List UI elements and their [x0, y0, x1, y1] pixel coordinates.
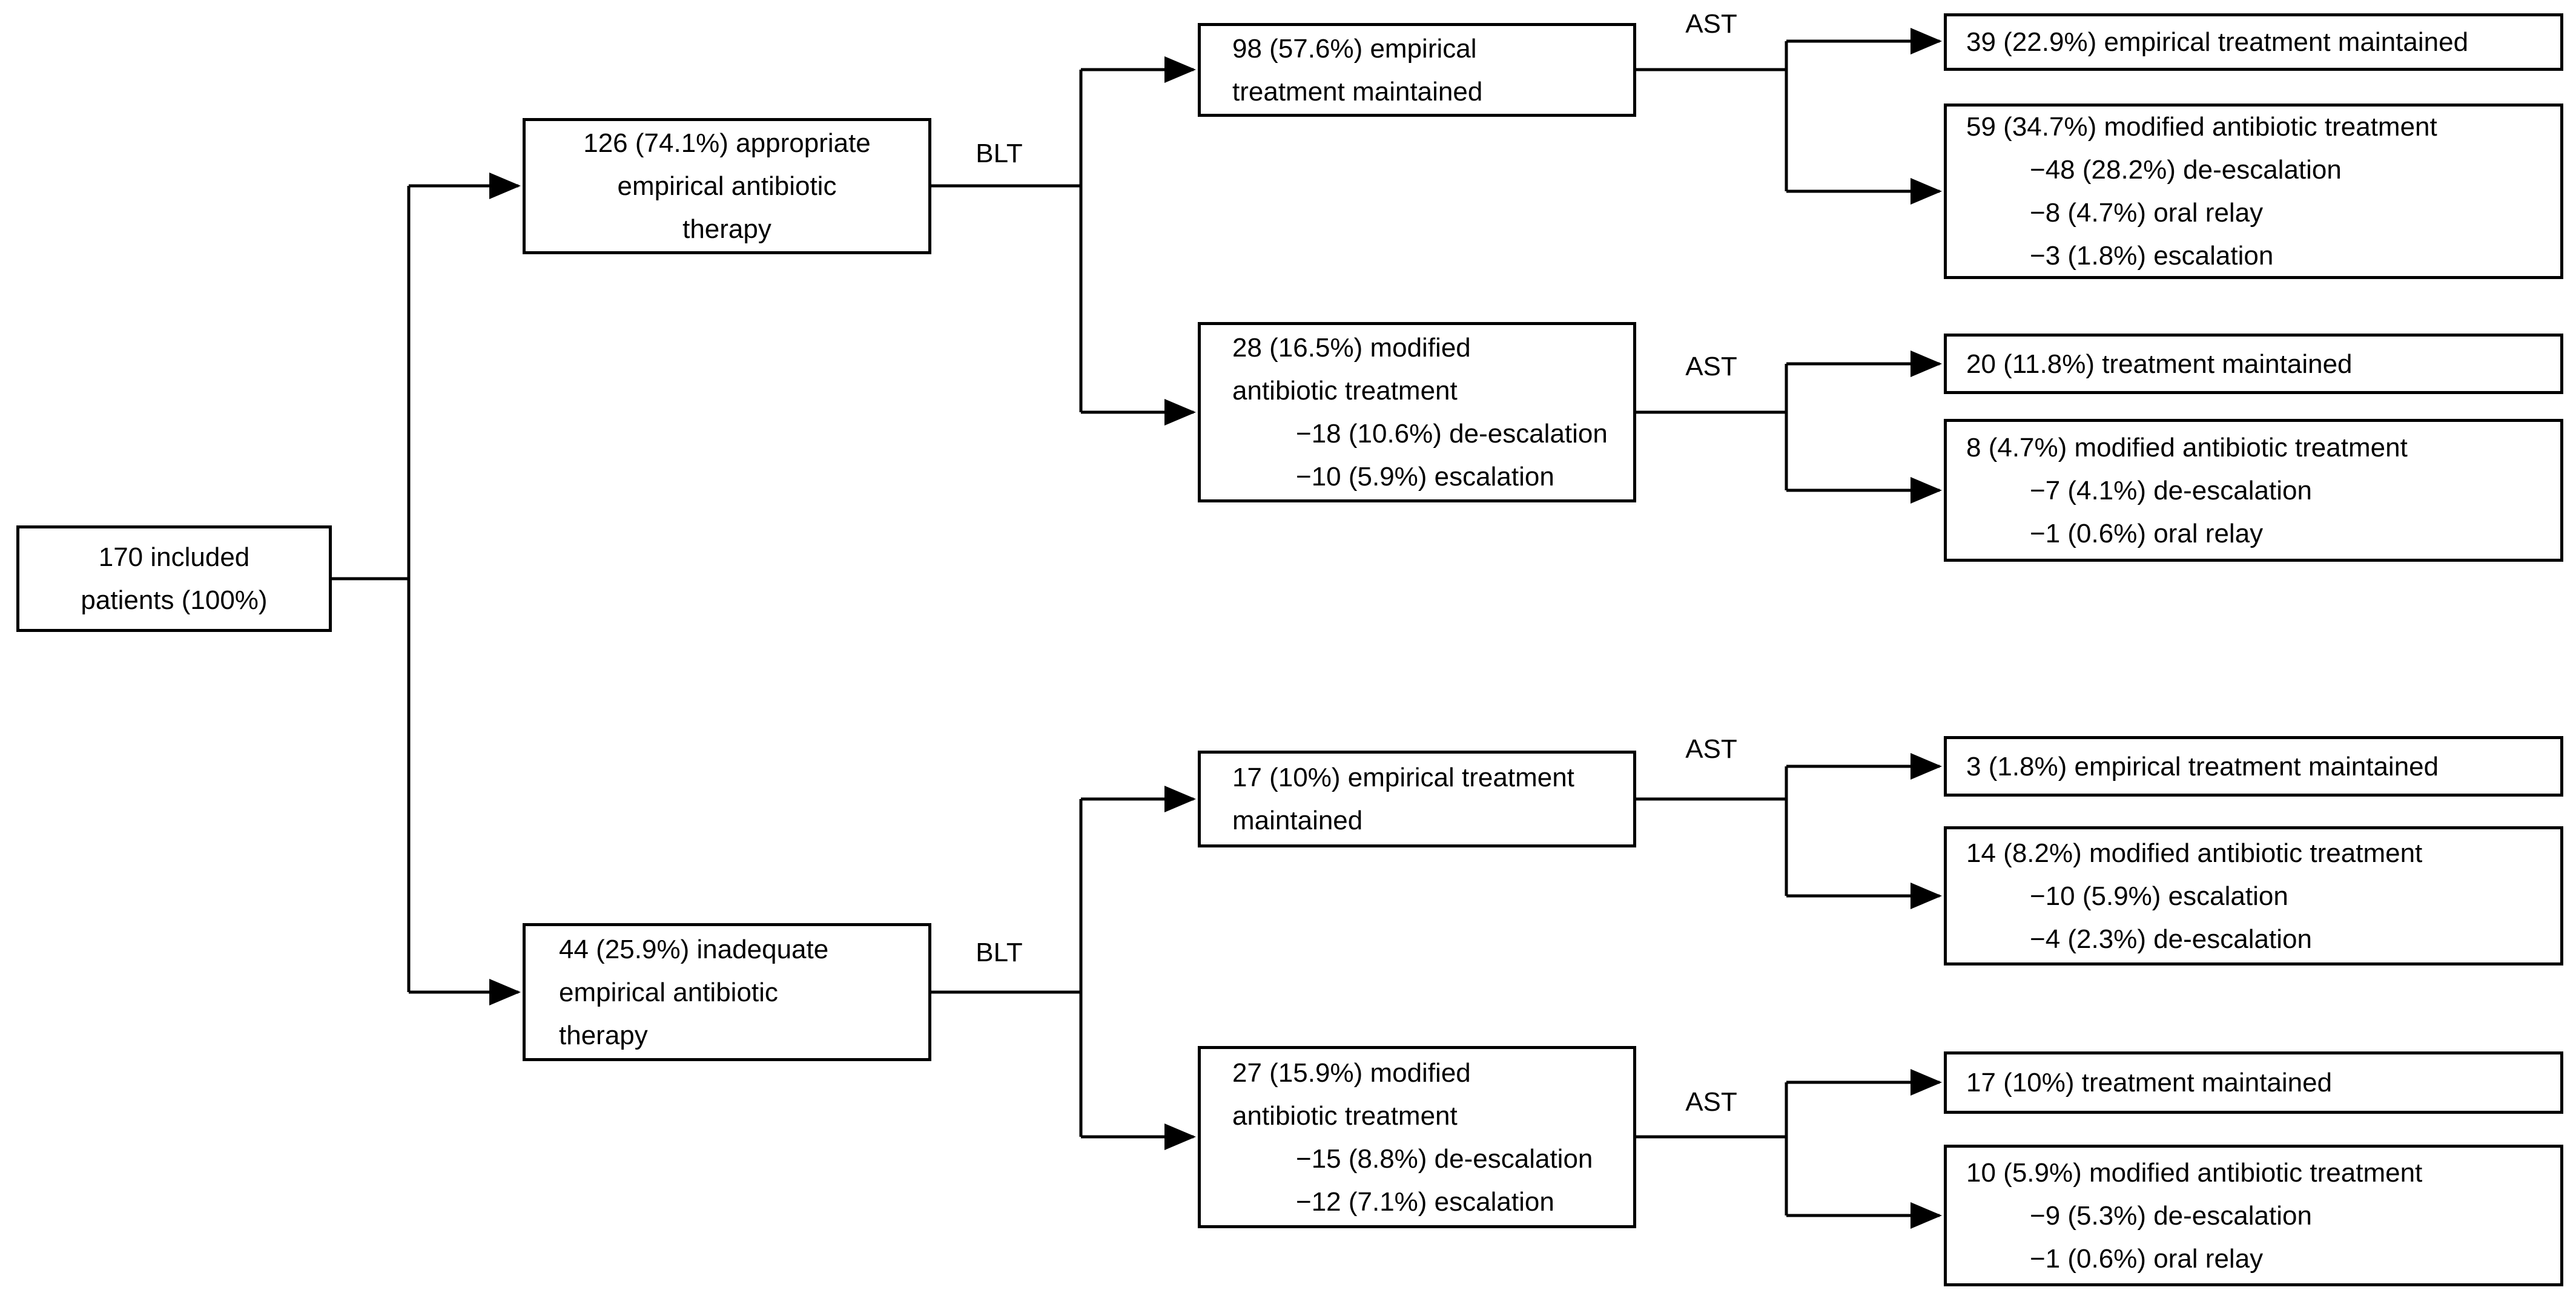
node-39-empirical-maintained: 39 (22.9%) empirical treatment maintaine… — [1944, 13, 2563, 71]
node-98-empirical-maintained: 98 (57.6%) empirical treatment maintaine… — [1198, 23, 1636, 117]
node-59-modified-treatment: 59 (34.7%) modified antibiotic treatment… — [1944, 104, 2563, 279]
node-20-treatment-maintained: 20 (11.8%) treatment maintained — [1944, 334, 2563, 394]
node-text-line: −10 (5.9%) escalation — [2030, 881, 2288, 911]
node-text-line: −7 (4.1%) de-escalation — [2030, 475, 2312, 505]
node-10-modified-treatment: 10 (5.9%) modified antibiotic treatment … — [1944, 1145, 2563, 1286]
node-text-line: 17 (10%) treatment maintained — [1966, 1068, 2333, 1097]
node-text-line: therapy — [682, 214, 771, 244]
node-text-line: −48 (28.2%) de-escalation — [2030, 155, 2342, 185]
edge-label-ast-28: AST — [1685, 352, 1737, 381]
node-text-line: 10 (5.9%) modified antibiotic treatment — [1966, 1157, 2423, 1188]
edge-label-blt-inadequate: BLT — [976, 938, 1023, 967]
node-text-line: empirical antibiotic — [559, 977, 778, 1007]
node-text-line: −8 (4.7%) oral relay — [2030, 198, 2264, 228]
node-text-line: 3 (1.8%) empirical treatment maintained — [1966, 751, 2439, 781]
node-text-line: 28 (16.5%) modified — [1232, 333, 1471, 363]
node-text-line: empirical antibiotic — [617, 171, 837, 201]
node-17-empirical-maintained: 17 (10%) empirical treatment maintained — [1198, 751, 1636, 847]
node-text-line: −12 (7.1%) escalation — [1296, 1186, 1554, 1217]
node-text-line: antibiotic treatment — [1232, 376, 1458, 406]
node-14-modified-treatment: 14 (8.2%) modified antibiotic treatment … — [1944, 826, 2563, 965]
node-text-line: treatment maintained — [1232, 76, 1483, 107]
node-text-line: 126 (74.1%) appropriate — [583, 128, 871, 158]
node-text-line: 27 (15.9%) modified — [1232, 1058, 1471, 1088]
node-28-modified-treatment: 28 (16.5%) modified antibiotic treatment… — [1198, 322, 1636, 502]
node-text-line: −4 (2.3%) de-escalation — [2030, 924, 2312, 954]
node-text-line: 14 (8.2%) modified antibiotic treatment — [1966, 838, 2423, 868]
node-text-line: therapy — [559, 1020, 648, 1050]
edge-label-blt-appropriate: BLT — [976, 139, 1023, 168]
node-text-line: 17 (10%) empirical treatment — [1232, 763, 1574, 792]
node-27-modified-treatment: 27 (15.9%) modified antibiotic treatment… — [1198, 1046, 1636, 1228]
node-text-line: 59 (34.7%) modified antibiotic treatment — [1966, 112, 2437, 142]
node-text-line: −3 (1.8%) escalation — [2030, 241, 2274, 271]
node-text-line: patients (100%) — [81, 585, 268, 615]
node-text-line: antibiotic treatment — [1232, 1100, 1458, 1131]
node-text-line: 170 included — [98, 542, 250, 572]
node-text-line: maintained — [1232, 806, 1363, 835]
edge-label-ast-17e: AST — [1685, 734, 1737, 764]
node-3-empirical-maintained: 3 (1.8%) empirical treatment maintained — [1944, 736, 2563, 797]
node-text-line: −9 (5.3%) de-escalation — [2030, 1200, 2312, 1231]
node-text-line: −15 (8.8%) de-escalation — [1296, 1143, 1593, 1174]
node-text-line: 8 (4.7%) modified antibiotic treatment — [1966, 432, 2408, 462]
node-text-line: −1 (0.6%) oral relay — [2030, 518, 2264, 548]
node-text-line: 98 (57.6%) empirical — [1232, 33, 1477, 64]
node-text-line: −1 (0.6%) oral relay — [2030, 1243, 2264, 1274]
node-text-line: −10 (5.9%) escalation — [1296, 462, 1554, 492]
node-17-treatment-maintained: 17 (10%) treatment maintained — [1944, 1051, 2563, 1114]
node-text-line: −18 (10.6%) de-escalation — [1296, 419, 1608, 449]
node-8-modified-treatment: 8 (4.7%) modified antibiotic treatment −… — [1944, 419, 2563, 562]
node-appropriate-empirical-therapy: 126 (74.1%) appropriate empirical antibi… — [523, 118, 931, 254]
node-text-line: 44 (25.9%) inadequate — [559, 934, 829, 964]
node-text-line: 39 (22.9%) empirical treatment maintaine… — [1966, 27, 2469, 57]
edge-label-ast-27: AST — [1685, 1087, 1737, 1117]
edge-label-ast-98: AST — [1685, 9, 1737, 39]
node-text-line: 20 (11.8%) treatment maintained — [1966, 349, 2353, 379]
node-inadequate-empirical-therapy: 44 (25.9%) inadequate empirical antibiot… — [523, 923, 931, 1061]
node-included-patients: 170 included patients (100%) — [16, 525, 332, 632]
